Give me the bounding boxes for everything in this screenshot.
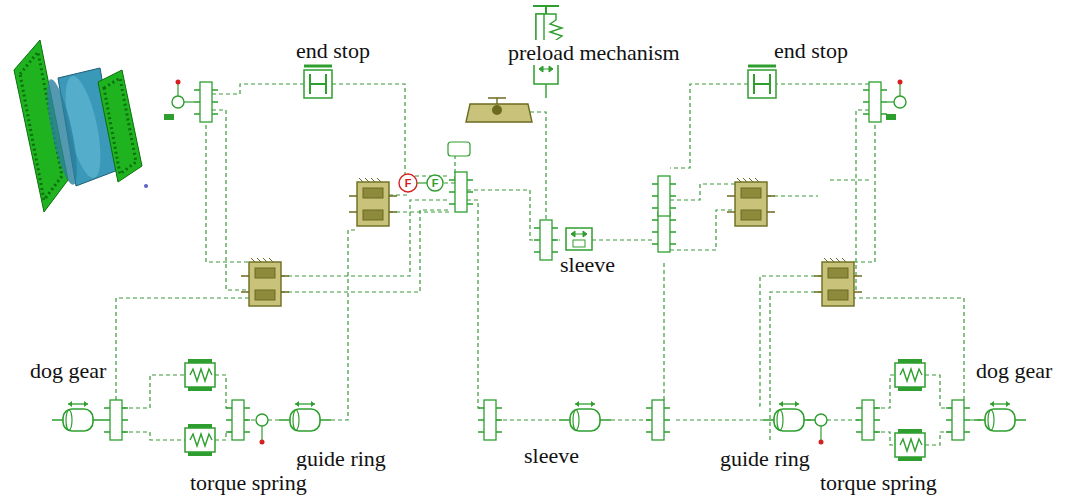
signal-lines <box>116 84 981 445</box>
component-label: guide ring <box>718 446 812 471</box>
component-label: torque spring <box>188 470 309 495</box>
force-transducer <box>427 175 443 191</box>
component-label: dog gear <box>974 358 1054 383</box>
component-label: torque spring <box>818 470 939 495</box>
component-label: guide ring <box>294 446 388 471</box>
sleeve-mass <box>566 228 592 250</box>
symbol-letter: F <box>432 178 439 189</box>
component-label: end stop <box>294 38 372 63</box>
component-label: preload mechanism <box>506 40 682 65</box>
force-source <box>399 174 417 192</box>
component-label: dog gear <box>28 358 108 383</box>
component-label: sleeve <box>522 443 581 468</box>
component-label: end stop <box>772 38 850 63</box>
symbol-letter: F <box>405 178 412 189</box>
component-label: sleeve <box>558 252 617 277</box>
clutch-illustration <box>14 40 148 212</box>
